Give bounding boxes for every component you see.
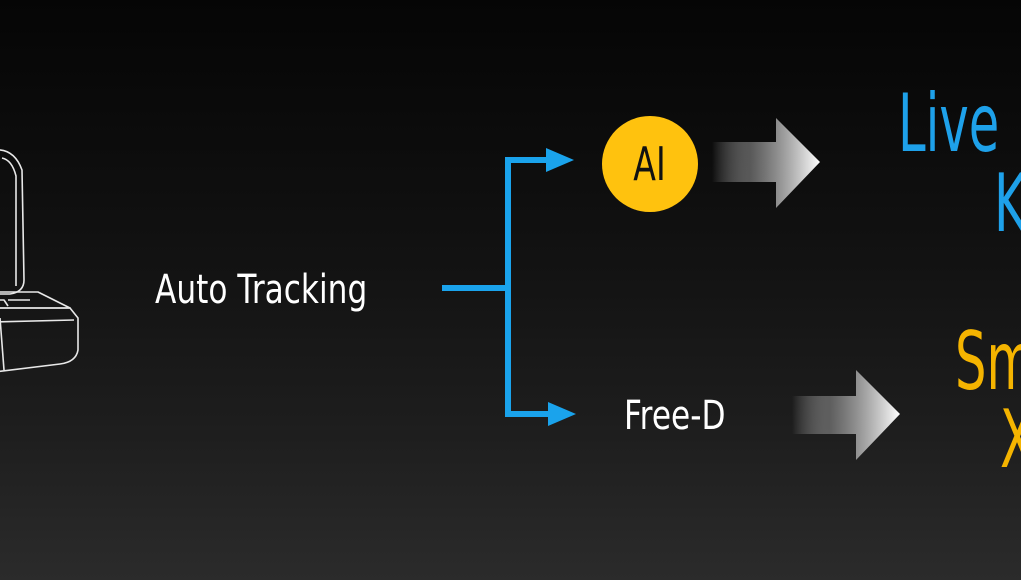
output-bottom-line2: X xyxy=(1000,400,1021,480)
branch-connector xyxy=(442,157,552,417)
ptz-camera-icon xyxy=(0,149,79,373)
output-arrow-free-d xyxy=(792,370,900,460)
auto-tracking-label: Auto Tracking xyxy=(155,267,368,313)
output-top-line2: K xyxy=(994,164,1021,244)
output-arrow-ai xyxy=(712,118,820,208)
branch-arrowhead-ai xyxy=(546,148,574,172)
branch-arrowhead-free-d xyxy=(548,402,576,426)
free-d-label: Free-D xyxy=(624,393,726,439)
output-top-line1: Live xyxy=(898,77,1000,170)
output-bottom-line1: Sm xyxy=(955,315,1021,408)
ai-badge-text: AI xyxy=(633,137,667,191)
ai-badge: AI xyxy=(602,116,698,212)
